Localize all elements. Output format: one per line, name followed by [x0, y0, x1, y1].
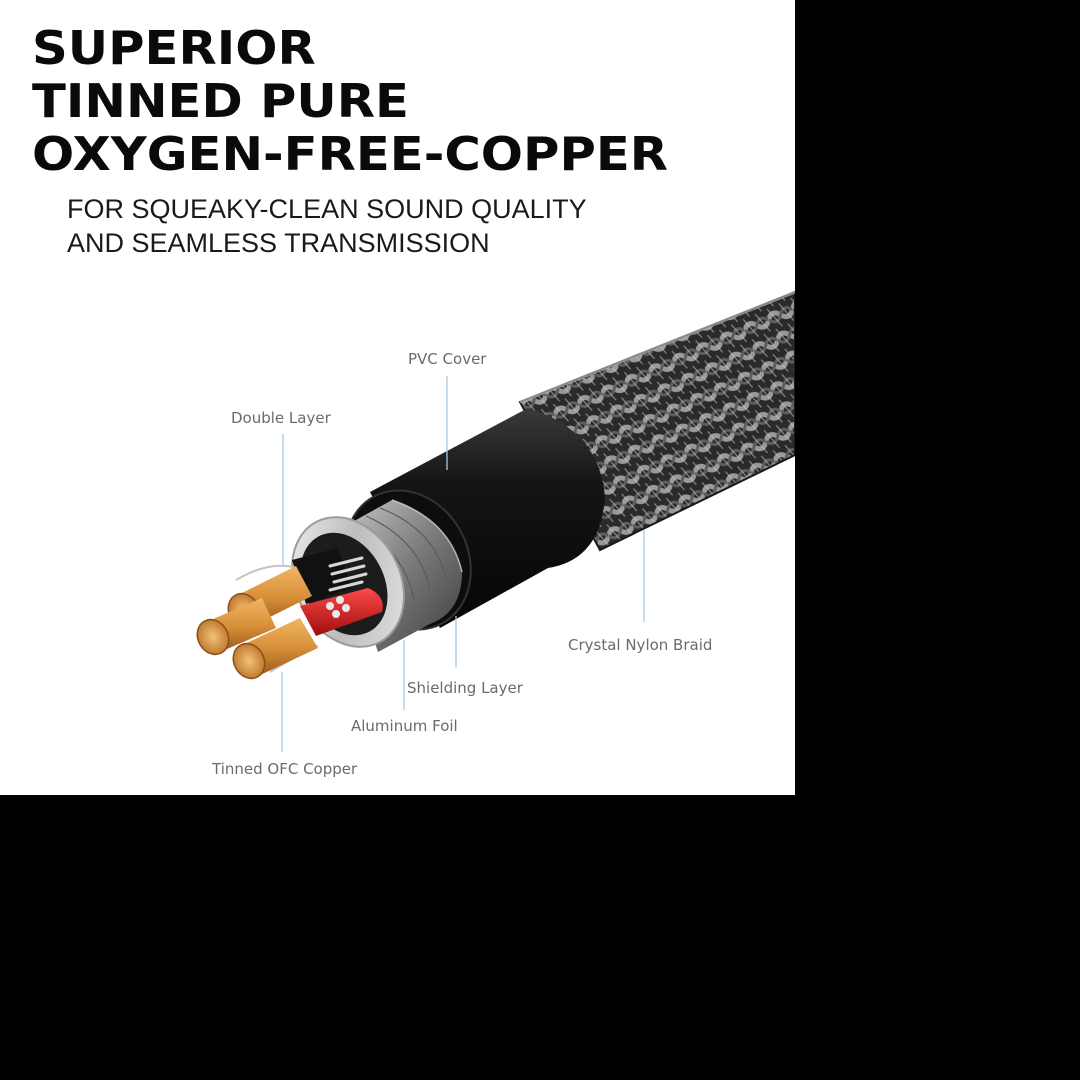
headline-line-2: TINNED PURE — [32, 74, 409, 128]
headline: SUPERIOR TINNED PURE OXYGEN-FREE-COPPER — [32, 22, 668, 181]
callout-label-shielding-layer: Shielding Layer — [407, 679, 523, 697]
product-image-panel: SUPERIOR TINNED PURE OXYGEN-FREE-COPPER … — [0, 0, 795, 795]
callout-label-pvc-cover: PVC Cover — [408, 350, 487, 368]
callout-label-aluminum-foil: Aluminum Foil — [351, 717, 458, 735]
callout-label-double-layer: Double Layer — [231, 409, 331, 427]
subheadline-line-2: AND SEAMLESS TRANSMISSION — [67, 228, 490, 258]
callout-lines — [281, 376, 645, 752]
callout-label-crystal-nylon-braid: Crystal Nylon Braid — [568, 636, 713, 654]
inner-conductors — [196, 548, 383, 680]
subheadline-line-1: FOR SQUEAKY-CLEAN SOUND QUALITY — [67, 194, 587, 224]
subheadline: FOR SQUEAKY-CLEAN SOUND QUALITY AND SEAM… — [67, 192, 587, 260]
headline-line-3: OXYGEN-FREE-COPPER — [32, 127, 669, 181]
headline-line-1: SUPERIOR — [32, 21, 316, 75]
callout-label-tinned-ofc-copper: Tinned OFC Copper — [212, 760, 358, 778]
cable-cross-section-illustration — [196, 290, 795, 752]
